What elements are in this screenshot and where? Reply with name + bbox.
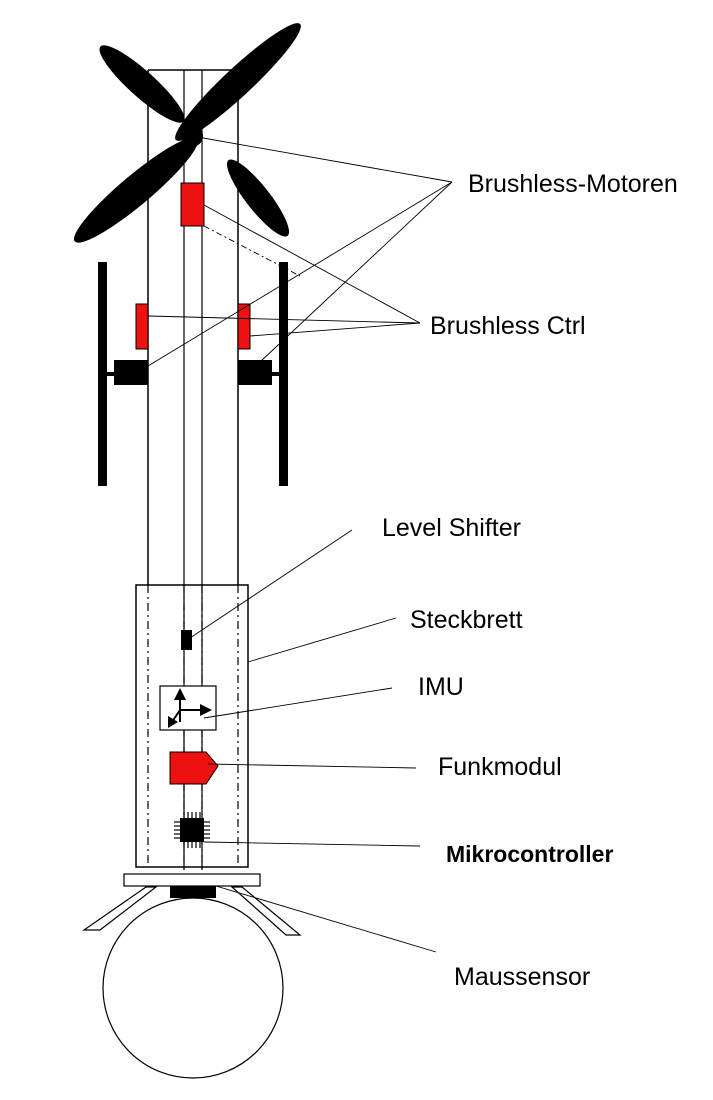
- level-shifter-chip: [181, 630, 192, 650]
- base-assembly: [82, 873, 302, 1079]
- right-brushless-motor: [238, 360, 272, 385]
- left-leg: [82, 886, 158, 931]
- left-brushless-ctrl: [135, 303, 149, 350]
- leader-lines: [147, 135, 453, 953]
- mouse-sensor: [170, 886, 216, 898]
- label-funkmodul: Funkmodul: [438, 753, 562, 781]
- side-rotors: [98, 262, 288, 486]
- top-brushless-ctrl: [180, 182, 205, 227]
- label-steckbrett: Steckbrett: [410, 606, 523, 634]
- left-brushless-motor: [114, 360, 148, 385]
- right-leg: [230, 886, 302, 936]
- label-imu: IMU: [418, 673, 464, 701]
- right-brushless-ctrl: [237, 303, 251, 350]
- mikrocontroller-chip: [174, 812, 210, 848]
- left-side-propeller: [98, 262, 107, 486]
- right-side-propeller: [279, 262, 288, 486]
- ball: [102, 897, 284, 1079]
- funkmodul-module: [169, 751, 219, 785]
- label-maussensor: Maussensor: [454, 963, 590, 991]
- label-mikrocontroller: Mikrocontroller: [446, 841, 613, 867]
- label-brushless-ctrl: Brushless Ctrl: [430, 312, 586, 340]
- imu-module: [159, 685, 217, 731]
- top-propeller: [73, 23, 301, 243]
- base-plate: [123, 873, 261, 887]
- label-brushless-motoren: Brushless-Motoren: [468, 170, 678, 198]
- label-level-shifter: Level Shifter: [382, 514, 521, 542]
